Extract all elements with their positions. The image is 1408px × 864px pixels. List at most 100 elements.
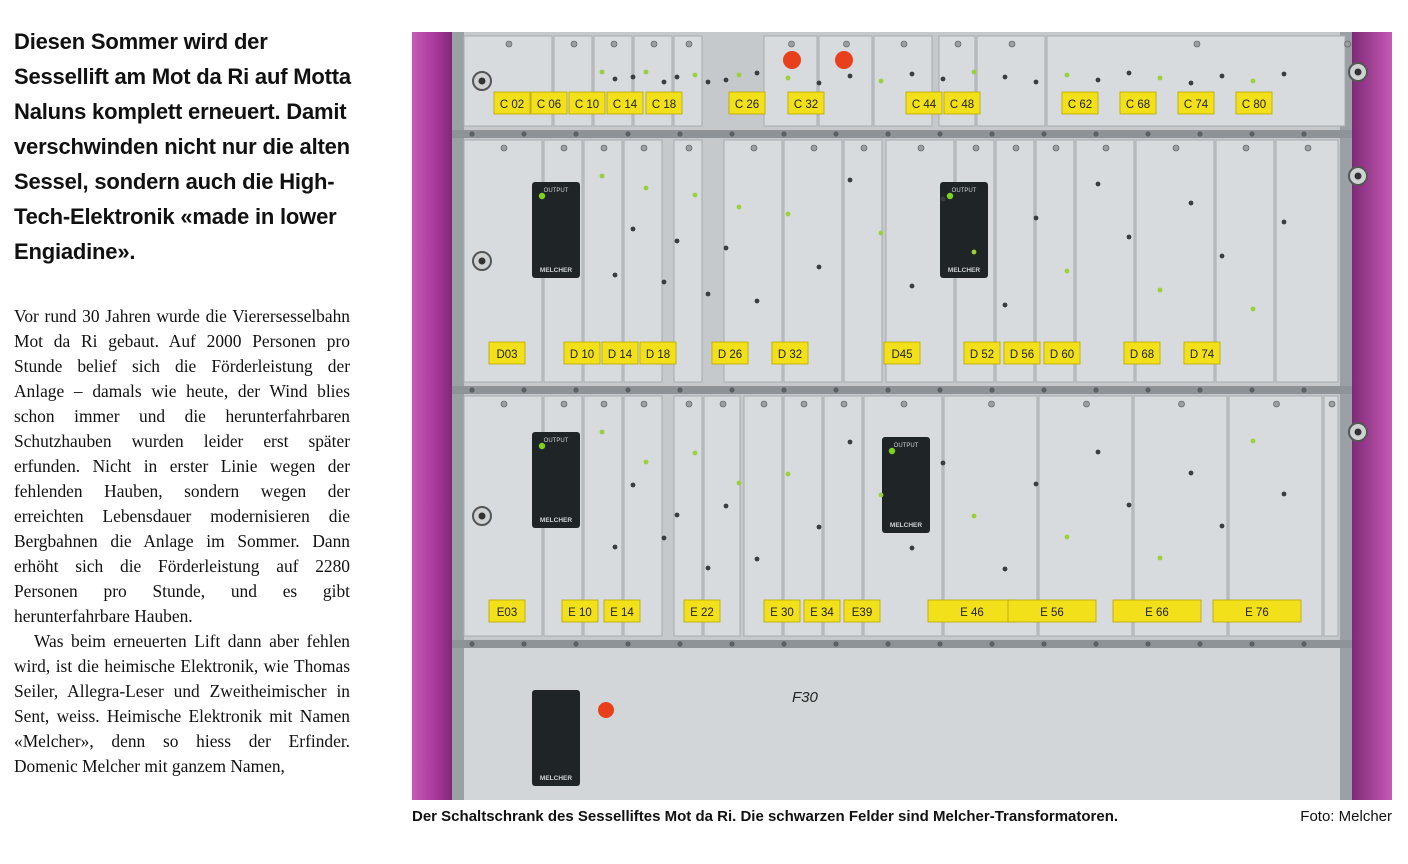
terminal-label-text: E 76	[1245, 607, 1269, 619]
handwritten-note: F30	[792, 689, 819, 706]
rack-rail	[452, 386, 1352, 394]
red-button	[835, 51, 853, 69]
melcher-transformer-module	[532, 182, 580, 278]
terminal-label-text: C 10	[575, 99, 599, 111]
terminal-label	[711, 341, 749, 365]
terminal-label	[843, 599, 881, 623]
photo-caption-bar: Der Schaltschrank des Sesselliftes Mot d…	[412, 808, 1392, 830]
red-button	[783, 51, 801, 69]
terminal-label-text: E 46	[960, 607, 984, 619]
terminal-label-text: C 62	[1068, 99, 1092, 111]
svg-text:MELCHER: MELCHER	[540, 517, 572, 524]
terminal-label	[488, 341, 526, 365]
terminal-label-text: C 06	[537, 99, 561, 111]
terminal-label-text: E03	[497, 607, 517, 619]
terminal-label	[787, 91, 825, 115]
control-cabinet-illustration: C 02 C 06 C 10 C 14 C 18 C 26 C 32 C 44 C 48 C 62…	[412, 32, 1392, 800]
frame-left-magenta	[412, 32, 452, 800]
terminal-label-text: C 80	[1242, 99, 1266, 111]
terminal-label	[561, 599, 599, 623]
terminal-label	[603, 599, 641, 623]
terminal-label	[1003, 341, 1041, 365]
terminal-label-text: D 18	[646, 349, 670, 361]
terminal-label-text: D 68	[1130, 349, 1154, 361]
melcher-transformer-module	[940, 182, 988, 278]
terminal-label	[683, 599, 721, 623]
terminal-label	[1183, 341, 1221, 365]
terminal-label	[639, 341, 677, 365]
rack-rail	[452, 130, 1352, 138]
terminal-label	[493, 91, 531, 115]
svg-text:MELCHER: MELCHER	[890, 522, 922, 529]
svg-text:OUTPUT: OUTPUT	[952, 188, 977, 194]
terminal-label	[488, 599, 526, 623]
terminal-label-text: E 30	[770, 607, 794, 619]
terminal-label-text: D 14	[608, 349, 633, 361]
terminal-label	[728, 91, 766, 115]
terminal-label-text: E 66	[1145, 607, 1169, 619]
terminal-label	[943, 91, 981, 115]
terminal-label	[530, 91, 568, 115]
photo-credit: Foto: Melcher	[1300, 808, 1392, 825]
terminal-label	[1123, 341, 1161, 365]
terminal-label-text: E 10	[568, 607, 592, 619]
terminal-label	[1061, 91, 1099, 115]
svg-text:OUTPUT: OUTPUT	[544, 438, 569, 444]
terminal-label-text: D 60	[1050, 349, 1074, 361]
terminal-label	[883, 341, 921, 365]
terminal-label	[568, 91, 606, 115]
terminal-label	[1119, 91, 1157, 115]
melcher-transformer-module	[882, 437, 930, 533]
terminal-label-text: D 74	[1190, 349, 1215, 361]
terminal-label-text: D 52	[970, 349, 994, 361]
terminal-label	[763, 599, 801, 623]
article-body: Vor rund 30 Jahren wurde die Vierersesse…	[14, 304, 350, 779]
terminal-label-text: D45	[891, 349, 912, 361]
terminal-label	[1043, 341, 1081, 365]
terminal-label-text: E 22	[690, 607, 714, 619]
photo-caption: Der Schaltschrank des Sesselliftes Mot d…	[412, 808, 1119, 825]
article-paragraph-2: Was beim erneuerten Lift dann aber fehle…	[14, 631, 350, 776]
terminal-label-text: C 68	[1126, 99, 1150, 111]
article-paragraph-1: Vor rund 30 Jahren wurde die Vierersesse…	[14, 306, 350, 626]
terminal-label	[771, 341, 809, 365]
terminal-label	[601, 341, 639, 365]
terminal-label-text: C 14	[613, 99, 638, 111]
rack-rail	[452, 640, 1352, 648]
terminal-label-text: C 32	[794, 99, 818, 111]
terminal-label	[563, 341, 601, 365]
terminal-label	[1112, 599, 1202, 623]
terminal-label-text: D 56	[1010, 349, 1034, 361]
terminal-label	[963, 341, 1001, 365]
terminal-label-text: C 48	[950, 99, 974, 111]
svg-text:MELCHER: MELCHER	[540, 267, 572, 274]
terminal-label-text: E 34	[810, 607, 834, 619]
terminal-label-text: C 44	[912, 99, 937, 111]
svg-text:OUTPUT: OUTPUT	[544, 188, 569, 194]
terminal-label	[1007, 599, 1097, 623]
terminal-label-text: D 10	[570, 349, 594, 361]
terminal-label	[1212, 599, 1302, 623]
svg-text:MELCHER: MELCHER	[948, 267, 980, 274]
terminal-label	[803, 599, 841, 623]
melcher-transformer-module	[532, 690, 580, 786]
melcher-transformer-module	[532, 432, 580, 528]
svg-text:OUTPUT: OUTPUT	[894, 443, 919, 449]
terminal-label-text: C 26	[735, 99, 759, 111]
frame-right-magenta	[1352, 32, 1392, 800]
terminal-label	[645, 91, 683, 115]
terminal-label-text: E39	[852, 607, 872, 619]
terminal-label	[905, 91, 943, 115]
terminal-label	[606, 91, 644, 115]
article-lead: Diesen Sommer wird der Sessellift am Mot…	[14, 29, 351, 264]
terminal-label-text: D 32	[778, 349, 802, 361]
terminal-label-text: E 14	[610, 607, 634, 619]
terminal-label	[1177, 91, 1215, 115]
terminal-label-text: C 18	[652, 99, 676, 111]
control-cabinet-photo: C 02 C 06 C 10 C 14 C 18 C 26 C 32 C 44 C 48 C 62…	[412, 32, 1392, 800]
svg-text:MELCHER: MELCHER	[540, 775, 572, 782]
terminal-label-text: C 02	[500, 99, 524, 111]
terminal-label	[1235, 91, 1273, 115]
terminal-label-text: E 56	[1040, 607, 1064, 619]
terminal-label-text: C 74	[1184, 99, 1209, 111]
